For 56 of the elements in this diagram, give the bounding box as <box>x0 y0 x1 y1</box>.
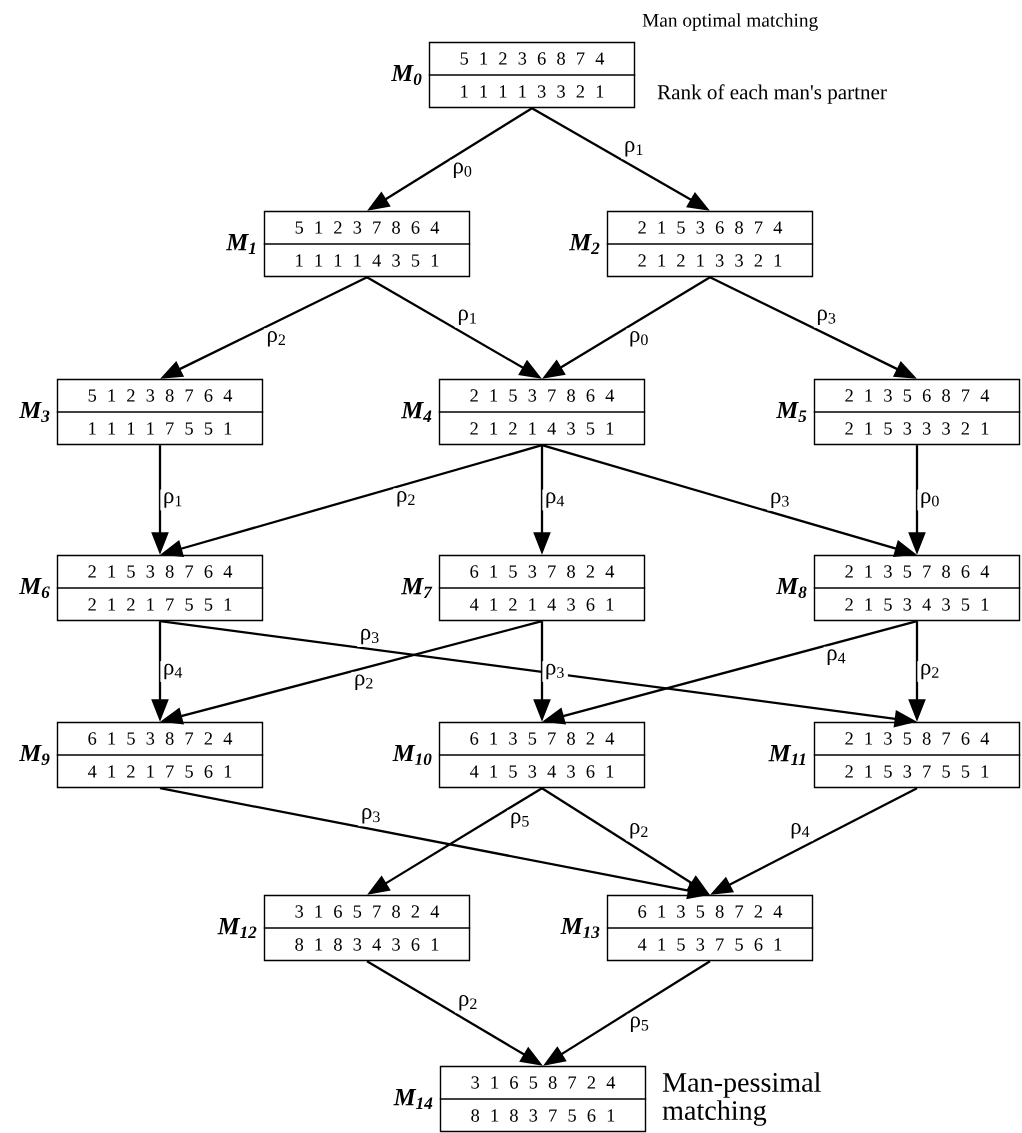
matching-label: M$_{4}$ <box>401 402 432 422</box>
matching-table: 2 1 3 5 6 8 7 4 2 1 5 3 3 3 2 1 <box>813 378 1021 446</box>
edge-label: ρ$_{1}$ <box>454 306 481 328</box>
edge-label: ρ$_{2}$ <box>263 328 290 350</box>
matching-table: 2 1 3 5 8 7 6 4 2 1 5 3 7 5 5 1 <box>813 721 1021 789</box>
edge-label: ρ$_{2}$ <box>351 671 377 693</box>
edge-label: ρ$_{0}$ <box>626 328 652 350</box>
edge-label: ρ$_{4}$ <box>160 661 186 682</box>
edge-label: ρ$_{2}$ <box>626 820 652 842</box>
matching-table: 2 1 5 3 7 8 6 4 2 1 2 1 4 3 5 1 <box>438 378 646 446</box>
matching-label: M$_{10}$ <box>392 744 432 765</box>
edge-label: ρ$_{2}$ <box>393 488 419 510</box>
matching-label: M$_{1}$ <box>226 234 256 254</box>
edge-label: ρ$_{5}$ <box>626 1013 653 1035</box>
edge-label: ρ$_{2}$ <box>455 992 481 1014</box>
matching-table: 5 1 2 3 8 7 6 4 1 1 1 1 7 5 5 1 <box>56 378 264 446</box>
edge-label: ρ$_{1}$ <box>160 489 186 511</box>
matching-label: M$_{0}$ <box>391 64 422 85</box>
matching-table: 2 1 5 3 6 8 7 4 2 1 2 1 3 3 2 1 <box>606 210 814 278</box>
matching-table: 3 1 6 5 7 8 2 4 8 1 8 3 4 3 6 1 <box>263 894 471 962</box>
matching-table: 6 1 3 5 7 8 2 4 4 1 5 3 4 3 6 1 <box>438 721 646 789</box>
matching-table: 5 1 2 3 6 8 7 4 1 1 1 1 3 3 2 1 <box>428 41 636 109</box>
matching-label: M$_{8}$ <box>776 577 807 599</box>
matching-table: 2 1 3 5 7 8 6 4 2 1 5 3 4 3 5 1 <box>813 554 1021 622</box>
edge-label: ρ$_{3}$ <box>358 805 384 827</box>
matching-label: M$_{13}$ <box>560 917 600 938</box>
annotation: Man-pessimal matching <box>662 1072 821 1126</box>
matching-label: M$_{7}$ <box>401 578 433 598</box>
edge-label: ρ$_{1}$ <box>621 138 647 160</box>
edge-label: ρ$_{4}$ <box>823 646 850 668</box>
matching-label: M$_{3}$ <box>19 401 50 422</box>
matching-label: M$_{14}$ <box>393 1089 433 1109</box>
matching-label: M$_{12}$ <box>217 918 257 938</box>
edge-label: ρ$_{3}$ <box>542 661 568 682</box>
annotation: Man optimal matching <box>642 13 818 31</box>
edge-label: ρ$_{4}$ <box>787 820 814 842</box>
matching-label: M$_{6}$ <box>19 577 50 599</box>
edge-label: ρ$_{3}$ <box>813 306 840 328</box>
matching-table: 5 1 2 3 7 8 6 4 1 1 1 1 4 3 5 1 <box>263 210 471 278</box>
edge-label: ρ$_{4}$ <box>542 489 568 511</box>
matching-table: 2 1 5 3 8 7 6 4 2 1 2 1 7 5 5 1 <box>56 554 264 622</box>
matching-label: M$_{5}$ <box>776 401 807 422</box>
matching-table: 6 1 3 5 8 7 2 4 4 1 5 3 7 5 6 1 <box>606 894 814 962</box>
edge-label: ρ$_{3}$ <box>357 626 383 647</box>
matching-label: M$_{2}$ <box>569 234 600 254</box>
matching-table: 6 1 5 3 7 8 2 4 4 1 2 1 4 3 6 1 <box>438 554 646 622</box>
annotation: Rank of each man's partner <box>657 84 887 104</box>
matching-label: M$_{9}$ <box>19 744 50 765</box>
edge-label: ρ$_{2}$ <box>917 661 943 682</box>
matching-table: 3 1 6 5 8 7 2 4 8 1 8 3 7 5 6 1 <box>439 1065 647 1133</box>
matching-table: 6 1 5 3 8 7 2 4 4 1 2 1 7 5 6 1 <box>56 721 264 789</box>
edge-label: ρ$_{5}$ <box>507 809 533 831</box>
edge-label: ρ$_{0}$ <box>449 159 476 181</box>
edge-label: ρ$_{0}$ <box>917 489 943 511</box>
edge-label: ρ$_{3}$ <box>767 489 793 511</box>
matching-label: M$_{11}$ <box>768 745 806 765</box>
